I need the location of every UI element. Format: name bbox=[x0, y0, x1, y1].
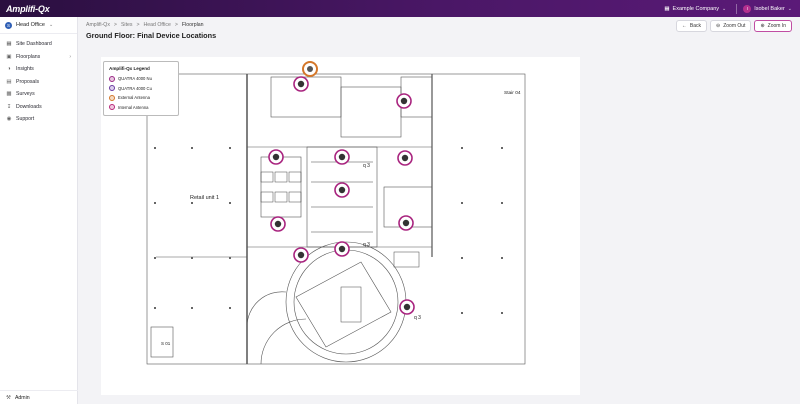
chevron-down-icon: ⌄ bbox=[787, 5, 792, 12]
admin-label: Admin bbox=[14, 394, 30, 401]
sidebar-item-proposals[interactable]: ▤ Proposals bbox=[0, 76, 77, 89]
zoom-out-label: Zoom Out bbox=[723, 23, 746, 29]
quatra-device-marker[interactable] bbox=[396, 93, 412, 109]
floorplan-label: q 3 bbox=[363, 163, 370, 169]
sidebar-item-support[interactable]: ◉ Support bbox=[0, 113, 77, 126]
site-badge: S bbox=[5, 21, 12, 29]
back-label: Back bbox=[689, 23, 702, 29]
app-logo[interactable]: Amplifi-Qx bbox=[6, 3, 50, 14]
legend-label: QUATRA 4000 Cu bbox=[118, 85, 152, 91]
building-icon: ▦ bbox=[664, 5, 670, 12]
site-name: Head Office bbox=[16, 22, 45, 28]
floorplan-label: q 3 bbox=[414, 315, 421, 321]
quatra-device-marker[interactable] bbox=[293, 76, 309, 92]
chevron-right-icon: › bbox=[69, 53, 71, 60]
quatra-device-marker[interactable] bbox=[397, 150, 413, 166]
top-bar: Amplifi-Qx ▦ Example Company ⌄ I Isobel … bbox=[0, 0, 800, 17]
breadcrumb-separator: > bbox=[174, 22, 178, 28]
legend-item: QUATRA 4000 Cu bbox=[109, 84, 173, 94]
internal-antenna-icon bbox=[109, 104, 115, 111]
sidebar-item-label: Support bbox=[16, 116, 35, 123]
breadcrumb-item[interactable]: Head Office bbox=[143, 22, 171, 28]
document-icon: ▤ bbox=[6, 78, 12, 85]
breadcrumb-item[interactable]: Amplifi-Qx bbox=[86, 22, 110, 28]
legend-label: QUATRA 4000 Nu bbox=[118, 76, 152, 82]
legend-panel: Amplifi-Qx Legend QUATRA 4000 Nu QUATRA … bbox=[103, 61, 179, 116]
floorplan-toolbar: ← Back ⊖ Zoom Out ⊕ Zoom In bbox=[675, 20, 792, 32]
sidebar-nav: ▦ Site Dashboard ▣ Floorplans › ◑ Insigh… bbox=[0, 34, 77, 126]
zoom-in-label: Zoom In bbox=[767, 23, 786, 29]
zoom-out-button[interactable]: ⊖ Zoom Out bbox=[710, 20, 752, 32]
quatra-device-marker[interactable] bbox=[268, 149, 284, 165]
clipboard-icon: ▩ bbox=[6, 91, 12, 98]
legend-label: Internal Antenna bbox=[118, 104, 149, 110]
sidebar-item-label: Site Dashboard bbox=[16, 41, 52, 48]
download-icon: ↧ bbox=[6, 103, 12, 110]
top-right-controls: ▦ Example Company ⌄ I Isobel Baker ⌄ bbox=[664, 0, 792, 17]
help-icon: ◉ bbox=[6, 116, 12, 123]
sidebar: S Head Office ⌄ ▦ Site Dashboard ▣ Floor… bbox=[0, 17, 78, 404]
sidebar-item-label: Proposals bbox=[16, 78, 40, 85]
zoom-out-icon: ⊖ bbox=[716, 23, 721, 29]
wrench-icon: ⚒ bbox=[6, 394, 11, 401]
company-name: Example Company bbox=[672, 5, 720, 12]
floorplan-label: Retail unit 1 bbox=[190, 195, 219, 201]
grid-icon: ▦ bbox=[6, 41, 12, 48]
user-name: Isobel Baker bbox=[754, 5, 785, 12]
quatra-device-marker[interactable] bbox=[270, 216, 286, 232]
lightbulb-icon: ◑ bbox=[7, 66, 11, 73]
page-title: Ground Floor: Final Device Locations bbox=[86, 31, 217, 40]
legend-item: QUATRA 4000 Nu bbox=[109, 74, 173, 84]
floorplan-label: q 3 bbox=[363, 242, 370, 248]
chevron-down-icon: ⌄ bbox=[48, 22, 54, 28]
zoom-in-button[interactable]: ⊕ Zoom In bbox=[754, 20, 792, 32]
quatra-device-marker[interactable] bbox=[399, 299, 415, 315]
quatra-device-marker[interactable] bbox=[334, 182, 350, 198]
divider bbox=[736, 3, 738, 14]
sidebar-item-label: Floorplans bbox=[16, 53, 41, 60]
legend-title: Amplifi-Qx Legend bbox=[109, 66, 150, 71]
sidebar-item-label: Downloads bbox=[16, 103, 42, 110]
sidebar-item-label: Insights bbox=[16, 66, 34, 73]
floorplan-label: S 01 bbox=[161, 341, 171, 346]
back-button[interactable]: ← Back bbox=[675, 20, 708, 32]
breadcrumb-separator: > bbox=[136, 22, 140, 28]
legend-item: Internal Antenna bbox=[109, 103, 173, 113]
sidebar-item-floorplans[interactable]: ▣ Floorplans › bbox=[0, 51, 77, 64]
floorplan-drawing: Retail unit 1 Stair 04 q 3 q 3 q 3 S 01 bbox=[146, 61, 526, 365]
company-switcher[interactable]: ▦ Example Company ⌄ bbox=[664, 6, 730, 12]
breadcrumb: Amplifi-Qx > Sites > Head Office > Floor… bbox=[86, 22, 204, 28]
user-menu[interactable]: I Isobel Baker ⌄ bbox=[743, 4, 792, 13]
quatra-nu-icon bbox=[109, 75, 115, 82]
quatra-device-marker[interactable] bbox=[334, 241, 350, 257]
external-antenna-marker[interactable] bbox=[302, 61, 318, 77]
breadcrumb-current: Floorplan bbox=[181, 22, 204, 28]
sidebar-item-downloads[interactable]: ↧ Downloads bbox=[0, 101, 77, 114]
site-selector[interactable]: S Head Office ⌄ bbox=[0, 17, 77, 34]
breadcrumb-item[interactable]: Sites bbox=[120, 22, 133, 28]
legend-label: External Antenna bbox=[118, 95, 150, 101]
arrow-left-icon: ← bbox=[681, 23, 687, 29]
sidebar-item-label: Surveys bbox=[16, 91, 35, 98]
sidebar-item-admin[interactable]: ⚒ Admin bbox=[0, 390, 78, 404]
floorplan-canvas[interactable]: Retail unit 1 Stair 04 q 3 q 3 q 3 S 01 bbox=[101, 57, 580, 395]
sidebar-item-surveys[interactable]: ▩ Surveys bbox=[0, 88, 77, 101]
quatra-cu-icon bbox=[109, 85, 115, 92]
sidebar-item-insights[interactable]: ◑ Insights bbox=[0, 63, 77, 76]
sidebar-item-site-dashboard[interactable]: ▦ Site Dashboard bbox=[0, 38, 77, 51]
chevron-down-icon: ⌄ bbox=[722, 5, 727, 12]
floorplan-label: Stair 04 bbox=[504, 90, 521, 96]
breadcrumb-separator: > bbox=[113, 22, 117, 28]
quatra-device-marker[interactable] bbox=[334, 149, 350, 165]
quatra-device-marker[interactable] bbox=[398, 215, 414, 231]
avatar: I bbox=[743, 4, 752, 13]
external-antenna-icon bbox=[109, 94, 115, 101]
map-icon: ▣ bbox=[6, 53, 12, 60]
legend-item: External Antenna bbox=[109, 93, 173, 103]
zoom-in-icon: ⊕ bbox=[760, 23, 765, 29]
quatra-device-marker[interactable] bbox=[293, 247, 309, 263]
